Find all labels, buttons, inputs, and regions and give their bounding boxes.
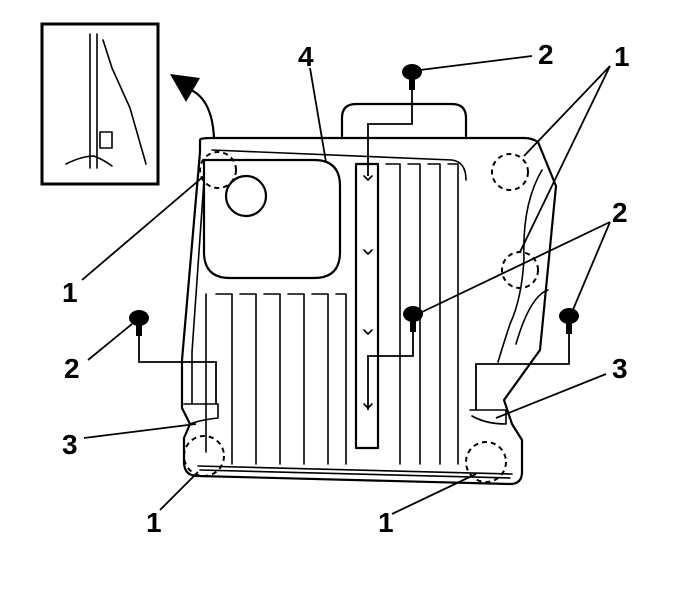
callout-2-right: 2 <box>612 197 628 228</box>
bolt-paths <box>138 90 570 410</box>
callout-1-bottom-left: 1 <box>146 507 162 538</box>
callout-1-bottom-right: 1 <box>378 507 394 538</box>
clip-locations <box>183 151 539 483</box>
clip-detail-inset <box>40 22 160 186</box>
callout-4: 4 <box>298 41 314 72</box>
callout-3-left: 3 <box>62 429 78 460</box>
callout-1-left: 1 <box>62 277 78 308</box>
bolt-icon <box>403 306 423 332</box>
bolt-icon <box>402 64 422 90</box>
center-channel <box>354 162 459 465</box>
curved-arrow-icon <box>170 74 216 140</box>
callout-2-top: 2 <box>538 39 554 70</box>
callout-1-top-right: 1 <box>614 41 630 72</box>
callout-labels: 2 1 4 1 2 2 3 3 1 1 <box>62 39 630 538</box>
bolt-icon <box>129 310 149 336</box>
left-ribs <box>205 293 347 465</box>
pan-body <box>180 102 558 486</box>
callout-3-right: 3 <box>612 353 628 384</box>
callout-2-left: 2 <box>64 353 80 384</box>
leader-lines <box>81 55 611 515</box>
bolt-icon <box>559 308 579 334</box>
